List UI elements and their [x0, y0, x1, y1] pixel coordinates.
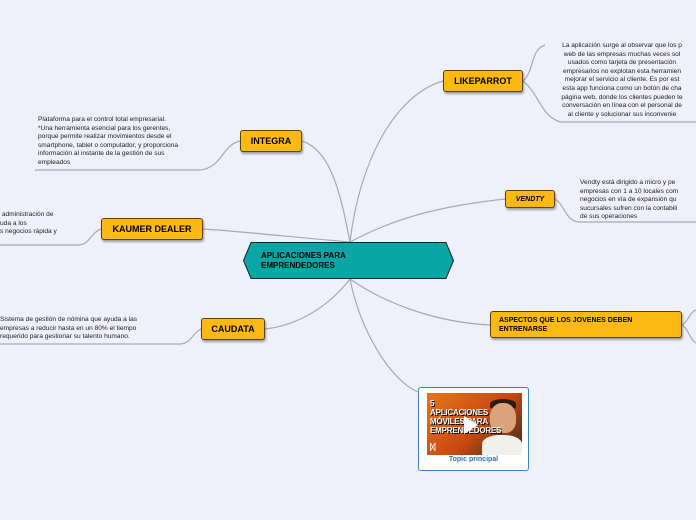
topic-integra-label: INTEGRA: [251, 136, 292, 146]
topic-vendty[interactable]: VENDTY: [505, 190, 555, 208]
central-topic-label: APLICACIONES PARA EMPRENDEDORES: [261, 251, 401, 271]
topic-caudata-label: CAUDATA: [211, 324, 254, 334]
link-vendty: [350, 199, 505, 242]
vendty-note: Vendty está dirigido a micro y pe empres…: [580, 179, 696, 222]
link-aspectos: [350, 279, 490, 325]
video-caption: Topic principal: [419, 456, 528, 463]
kaumer-dealer-note: administración de uda a los s negocios r…: [0, 211, 80, 237]
link-likeparrot: [350, 81, 443, 242]
video-topic-card[interactable]: 5 APLICACIONES MÓVILES PARA EMPRENDEDORE…: [418, 387, 529, 471]
link-aspectos-branch-1: [682, 310, 696, 325]
central-topic[interactable]: APLICACIONES PARA EMPRENDEDORES: [243, 242, 454, 279]
link-integra: [302, 141, 350, 242]
topic-integra[interactable]: INTEGRA: [240, 130, 302, 152]
caudata-note: Sistema de gestión de nómina que ayuda a…: [0, 316, 180, 342]
likeparrot-note: La aplicación surge al observar que los …: [548, 42, 696, 119]
play-icon[interactable]: [464, 416, 478, 434]
link-likeparrot-note: [523, 45, 545, 81]
thumbnail-title: 5 APLICACIONES MÓVILES PARA EMPRENDEDORE…: [430, 399, 490, 435]
topic-kaumer-dealer-label: KAUMER DEALER: [112, 224, 191, 234]
topic-aspectos-label: ASPECTOS QUE LOS JOVENES DEBEN ENTRENARS…: [499, 316, 632, 334]
thumbnail-shirt: [482, 435, 522, 455]
topic-caudata[interactable]: CAUDATA: [201, 318, 265, 340]
channel-logo-icon: ᛞ: [430, 442, 435, 452]
topic-likeparrot[interactable]: LIKEPARROT: [443, 70, 523, 92]
video-thumbnail[interactable]: 5 APLICACIONES MÓVILES PARA EMPRENDEDORE…: [427, 393, 522, 455]
link-caudata: [265, 279, 350, 329]
link-video: [350, 279, 418, 392]
link-kaumer: [203, 229, 350, 242]
topic-kaumer-dealer[interactable]: KAUMER DEALER: [101, 218, 203, 240]
topic-aspectos[interactable]: ASPECTOS QUE LOS JOVENES DEBEN ENTRENARS…: [490, 311, 682, 338]
topic-vendty-label: VENDTY: [516, 196, 544, 203]
integra-note: Plataforma para el control total empresa…: [38, 116, 228, 168]
topic-likeparrot-label: LIKEPARROT: [454, 76, 512, 86]
link-aspectos-branch-2: [682, 325, 696, 343]
